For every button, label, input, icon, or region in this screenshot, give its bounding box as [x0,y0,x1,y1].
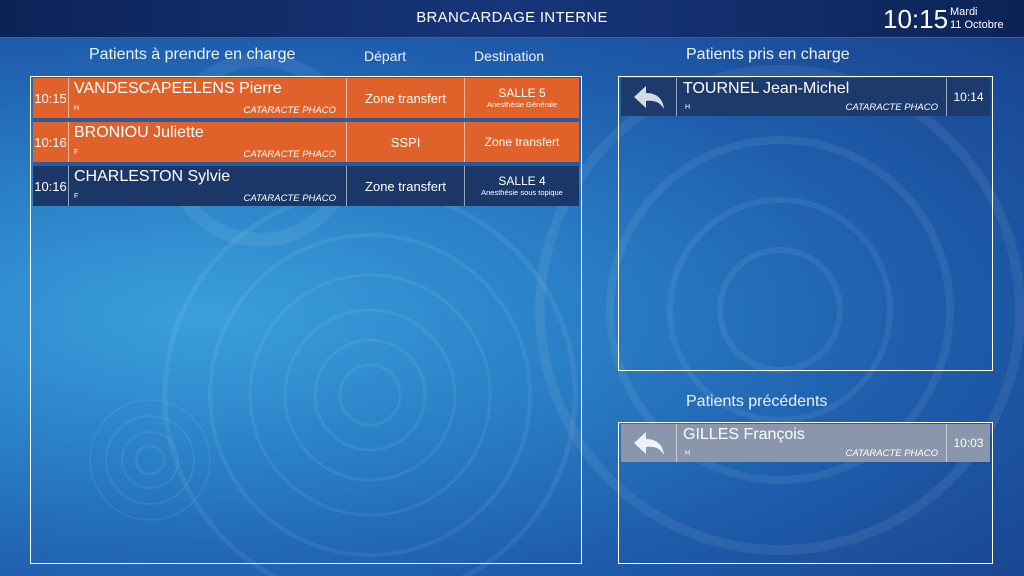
previous-row[interactable]: GILLES François H CATARACTE PHACO 10:03 [621,424,990,462]
row-time: 10:14 [953,90,984,104]
destination-note: Anesthésie sous topique [481,188,563,197]
back-button[interactable] [621,424,677,462]
patient-sex: H [685,104,691,111]
destination-room: SALLE 5 [498,86,546,100]
patient-procedure: CATARACTE PHACO [243,105,336,116]
undo-arrow-icon [633,86,664,109]
patient-sex: H [74,105,80,112]
patient-sex: H [685,450,691,457]
patient-procedure: CATARACTE PHACO [243,149,336,160]
patient-procedure: CATARACTE PHACO [845,448,938,459]
patient-sex: F [74,149,79,156]
patient-name: VANDESCAPEELENS Pierre [74,80,282,97]
col-departure-header: Départ [364,48,407,64]
row-time: 10:16 [33,166,69,206]
patient-name: TOURNEL Jean-Michel [683,80,850,97]
row-patient: GILLES François H CATARACTE PHACO [677,424,947,462]
back-button[interactable] [621,78,677,116]
row-departure: SSPI [347,122,465,162]
col-destination-header: Destination [474,48,545,64]
waiting-panel: 10:15 VANDESCAPEELENS Pierre H CATARACTE… [30,76,582,564]
previous-title: Patients précédents [686,393,828,410]
app-title: BRANCARDAGE INTERNE [416,9,608,26]
row-patient: VANDESCAPEELENS Pierre H CATARACTE PHACO [69,78,347,118]
row-divider [33,118,579,122]
patient-procedure: CATARACTE PHACO [243,193,336,204]
row-time: 10:16 [33,122,69,162]
row-departure: Zone transfert [347,78,465,118]
row-divider [33,162,579,166]
patient-procedure: CATARACTE PHACO [845,102,938,113]
patient-name: CHARLESTON Sylvie [74,168,231,185]
row-time: 10:15 [33,78,69,118]
in-progress-row[interactable]: TOURNEL Jean-Michel H CATARACTE PHACO 10… [621,78,990,116]
clock-time: 10:15 [883,4,949,34]
row-destination: SALLE 5 Anesthésie Générale [465,78,579,118]
row-patient: BRONIOU Juliette F CATARACTE PHACO [69,122,347,162]
clock-day: Mardi [950,6,978,18]
row-departure: Zone transfert [347,166,465,206]
row-patient: CHARLESTON Sylvie F CATARACTE PHACO [69,166,347,206]
patient-sex: F [74,193,79,200]
row-destination: SALLE 4 Anesthésie sous topique [465,166,579,206]
row-destination: Zone transfert [465,122,579,162]
in-progress-title: Patients pris en charge [686,46,850,63]
destination-note: Anesthésie Générale [486,100,558,109]
waiting-row[interactable]: 10:16 BRONIOU Juliette F CATARACTE PHACO… [33,122,579,162]
patient-name: GILLES François [683,426,805,443]
clock-date: 11 Octobre [950,19,1004,31]
waiting-row[interactable]: 10:15 VANDESCAPEELENS Pierre H CATARACTE… [33,78,579,118]
patient-name: BRONIOU Juliette [74,124,204,141]
row-time: 10:03 [953,436,984,450]
undo-arrow-icon [633,432,664,455]
row-patient: TOURNEL Jean-Michel H CATARACTE PHACO [677,78,947,116]
in-progress-panel: TOURNEL Jean-Michel H CATARACTE PHACO 10… [618,76,993,371]
destination-room: SALLE 4 [498,174,546,188]
top-bar: BRANCARDAGE INTERNE 10:15 Mardi 11 Octob… [0,0,1024,38]
destination-room: Zone transfert [484,135,560,149]
waiting-title: Patients à prendre en charge [89,46,296,63]
waiting-row[interactable]: 10:16 CHARLESTON Sylvie F CATARACTE PHAC… [33,166,579,206]
previous-panel: GILLES François H CATARACTE PHACO 10:03 [618,422,993,564]
